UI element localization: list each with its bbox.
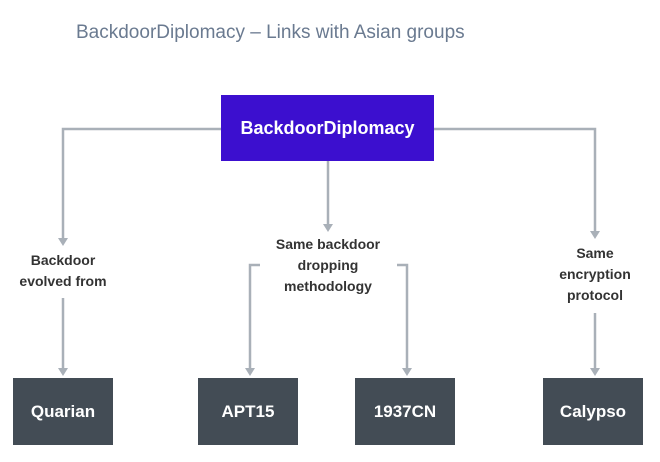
label-line: encryption xyxy=(559,266,631,282)
label-dropping-methodology: Same backdoor dropping methodology xyxy=(258,234,398,297)
diagram-title: BackdoorDiplomacy – Links with Asian gro… xyxy=(76,22,465,43)
node-1937cn: 1937CN xyxy=(355,378,455,445)
connector-left xyxy=(61,127,221,240)
label-line: methodology xyxy=(284,278,372,294)
label-encryption-protocol: Same encryption protocol xyxy=(525,243,660,306)
label-line: Backdoor xyxy=(30,252,96,268)
connector-apt15 xyxy=(248,263,260,370)
node-calypso: Calypso xyxy=(543,378,643,445)
label-line: evolved from xyxy=(19,273,107,289)
label-line: Same backdoor xyxy=(275,236,381,252)
label-evolved-from: Backdoor evolved from xyxy=(0,250,133,292)
connector-1937cn xyxy=(397,263,409,370)
root-node: BackdoorDiplomacy xyxy=(221,95,434,161)
node-quarian: Quarian xyxy=(13,378,113,445)
label-line: protocol xyxy=(567,287,623,303)
label-line: Same xyxy=(576,245,614,261)
label-line: dropping xyxy=(297,257,359,273)
connector-right xyxy=(434,127,597,233)
node-apt15: APT15 xyxy=(198,378,298,445)
